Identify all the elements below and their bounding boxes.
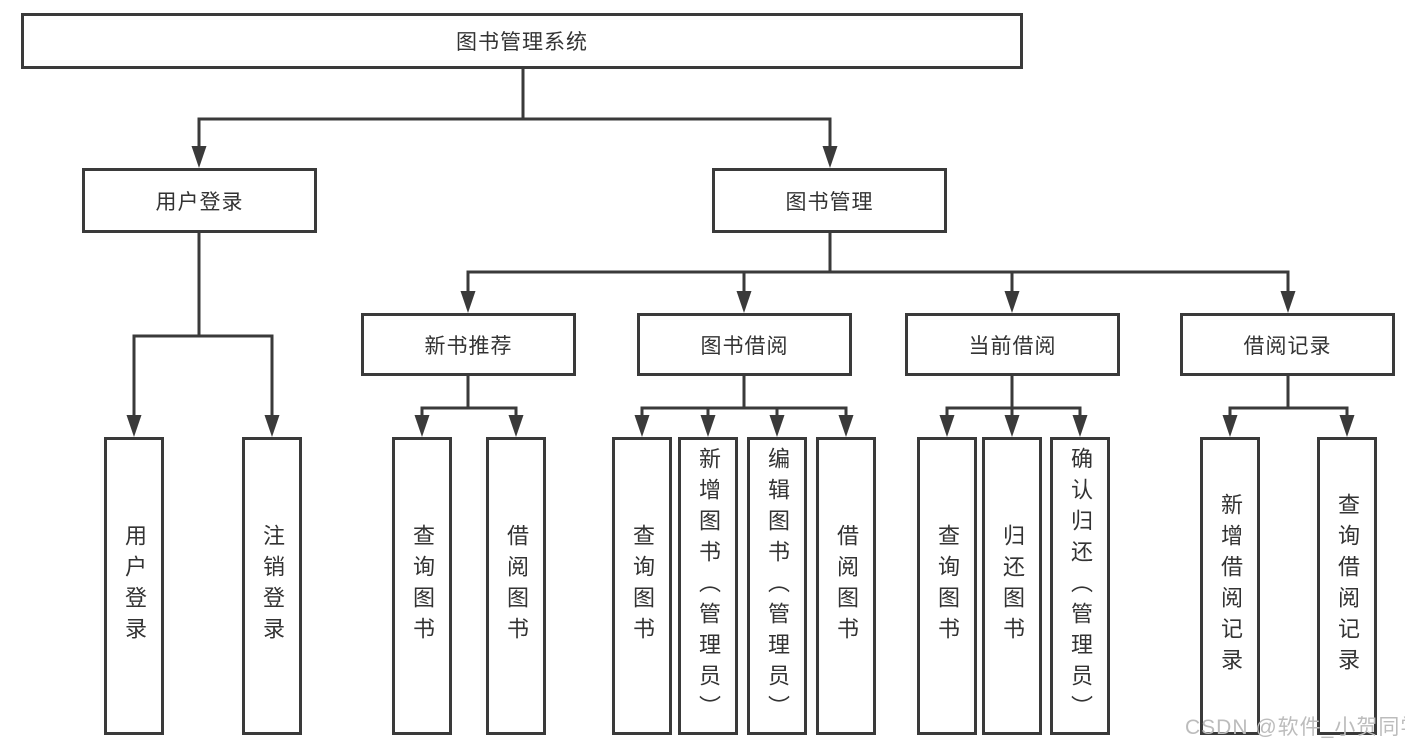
leaf-label: 借阅图书 (834, 524, 859, 648)
leaf-label: 用户登录 (122, 524, 147, 648)
leaf-label: 编辑图书（管理员） (765, 446, 790, 726)
leaf-borrow-books-recommend: 借阅图书 (486, 437, 546, 735)
leaf-label: 新增借阅记录 (1218, 493, 1243, 679)
node-label: 图书管理 (785, 190, 874, 214)
leaf-query-books-borrow: 查询图书 (612, 437, 672, 735)
leaf-confirm-return-admin: 确认归还（管理员） (1050, 437, 1110, 735)
leaf-label: 查询图书 (630, 524, 655, 648)
node-library-management-system: 图书管理系统 (21, 13, 1023, 69)
leaf-label: 注销登录 (260, 524, 285, 648)
node-label: 图书借阅 (700, 334, 789, 358)
node-new-book-recommend: 新书推荐 (361, 313, 576, 376)
leaf-add-book-admin: 新增图书（管理员） (678, 437, 738, 735)
leaf-user-login: 用户登录 (104, 437, 164, 735)
node-label: 借阅记录 (1243, 334, 1332, 358)
leaf-label: 查询图书 (935, 524, 960, 648)
csdn-watermark: CSDN @软件_小贺同学 (1185, 716, 1405, 739)
leaf-borrow-books-borrow: 借阅图书 (816, 437, 876, 735)
leaf-add-borrow-record: 新增借阅记录 (1200, 437, 1260, 735)
node-label: 当前借阅 (968, 334, 1057, 358)
leaf-query-books-recommend: 查询图书 (392, 437, 452, 735)
leaf-label: 归还图书 (1000, 524, 1025, 648)
node-current-borrowing: 当前借阅 (905, 313, 1120, 376)
node-borrowing-records: 借阅记录 (1180, 313, 1395, 376)
node-user-login: 用户登录 (82, 168, 317, 233)
leaf-label: 借阅图书 (504, 524, 529, 648)
leaf-label: 查询借阅记录 (1335, 493, 1360, 679)
node-book-borrowing: 图书借阅 (637, 313, 852, 376)
node-label: 新书推荐 (424, 334, 513, 358)
leaf-logout: 注销登录 (242, 437, 302, 735)
leaf-return-book: 归还图书 (982, 437, 1042, 735)
node-label: 用户登录 (155, 190, 244, 214)
leaf-edit-book-admin: 编辑图书（管理员） (747, 437, 807, 735)
node-label: 图书管理系统 (456, 31, 588, 54)
leaf-label: 新增图书（管理员） (696, 446, 721, 726)
leaf-query-borrow-record: 查询借阅记录 (1317, 437, 1377, 735)
leaf-label: 确认归还（管理员） (1068, 446, 1093, 726)
leaf-query-books-current: 查询图书 (917, 437, 977, 735)
node-book-management: 图书管理 (712, 168, 947, 233)
leaf-label: 查询图书 (410, 524, 435, 648)
